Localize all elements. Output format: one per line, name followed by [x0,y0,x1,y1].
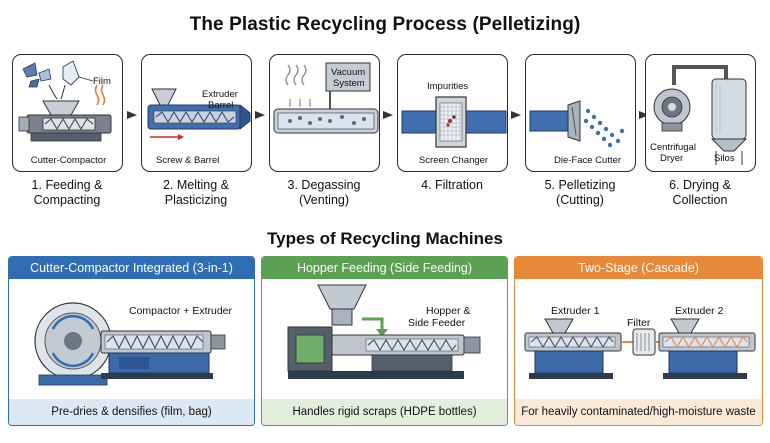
step-degassing-panel: Vacuum System [269,54,380,172]
screen-changer-illustration [401,96,507,148]
dryer-silo-illustration [653,65,748,165]
card-header: Cutter-Compactor Integrated (3-in-1) [9,257,254,279]
vacuum-label: Vacuum [331,67,366,78]
dryer-label: Dryer [660,153,684,164]
cutter-compactor-machine-illustration [34,302,226,386]
step-caption-text: 1. Feeding & Compacting [31,178,103,207]
film-label: Film [93,76,111,87]
step-caption-feeding: 1. Feeding & Compacting [7,178,127,208]
filter-label: Filter [627,317,651,329]
arrow-icon [639,108,651,126]
barrel-label: Barrel [208,100,234,111]
machine-card-hopper-feeding: Hopper Feeding (Side Feeding) Hopper & S… [261,256,508,426]
step-drying-panel: Centrifugal Dryer Silos [645,54,756,172]
section-title: Types of Recycling Machines [267,229,503,248]
step-filtration-panel: Impurities Screen Changer [397,54,508,172]
card-header: Two-Stage (Cascade) [515,257,762,279]
hopper-side-feeder-illustration [287,284,481,379]
hopper-label: Hopper & [426,305,471,317]
centrifugal-label: Centrifugal [650,142,696,153]
cutter-compactor-illustration [18,60,112,142]
die-face-cutter-illustration [529,100,625,148]
machine-card-two-stage: Two-Stage (Cascade) Extruder 1 Filter Ex… [514,256,763,426]
vacuum-vent-illustration [273,62,379,134]
silos-label: Silos [714,153,735,164]
card-footer: Handles rigid scraps (HDPE bottles) [262,399,507,425]
two-stage-cascade-illustration [524,318,756,379]
machine-card-cutter-compactor: Cutter-Compactor Integrated (3-in-1) Com… [8,256,255,426]
step-caption-text: 4. Filtration [421,178,483,192]
card-footer: For heavily contaminated/high-moisture w… [515,399,762,425]
side-feeder-label: Side Feeder [408,317,466,329]
screw-barrel-label: Screw & Barrel [156,155,220,166]
step-melting-panel: Extruder Barrel Screw & Barrel [141,54,252,172]
step-caption-text: 3. Degassing (Venting) [287,178,361,207]
step-pelletizing-panel: Die-Face Cutter [525,54,636,172]
step-caption-melting: 2. Melting & Plasticizing [136,178,256,208]
arrow-icon [383,108,395,126]
arrow-icon [511,108,523,126]
page-title: The Plastic Recycling Process (Pelletizi… [189,14,581,35]
system-label: System [333,78,365,89]
card-footer: Pre-dries & densifies (film, bag) [9,399,254,425]
arrow-icon [255,108,267,126]
screen-changer-label: Screen Changer [418,155,489,166]
step-caption-text: 6. Drying & Collection [669,178,731,207]
impurities-label: Impurities [427,81,469,92]
step-feeding-panel: Film Cutter-Compactor [12,54,123,172]
extruder-label: Extruder [202,89,238,100]
die-face-cutter-label: Die-Face Cutter [554,155,622,166]
extruder-2-label: Extruder 2 [675,305,724,317]
step-caption-degassing: 3. Degassing (Venting) [264,178,384,208]
step-caption-drying: 6. Drying & Collection [640,178,760,208]
extruder-1-label: Extruder 1 [551,305,600,317]
extruder-barrel-illustration [147,88,251,140]
card-header: Hopper Feeding (Side Feeding) [262,257,507,279]
step-caption-filtration: 4. Filtration [392,178,512,193]
step-caption-text: 5. Pelletizing (Cutting) [544,178,616,207]
compactor-extruder-label: Compactor + Extruder [129,305,233,317]
cutter-compactor-label: Cutter-Compactor [30,155,107,166]
step-caption-text: 2. Melting & Plasticizing [162,178,229,207]
step-caption-pelletizing: 5. Pelletizing (Cutting) [520,178,640,208]
arrow-icon [127,108,139,126]
